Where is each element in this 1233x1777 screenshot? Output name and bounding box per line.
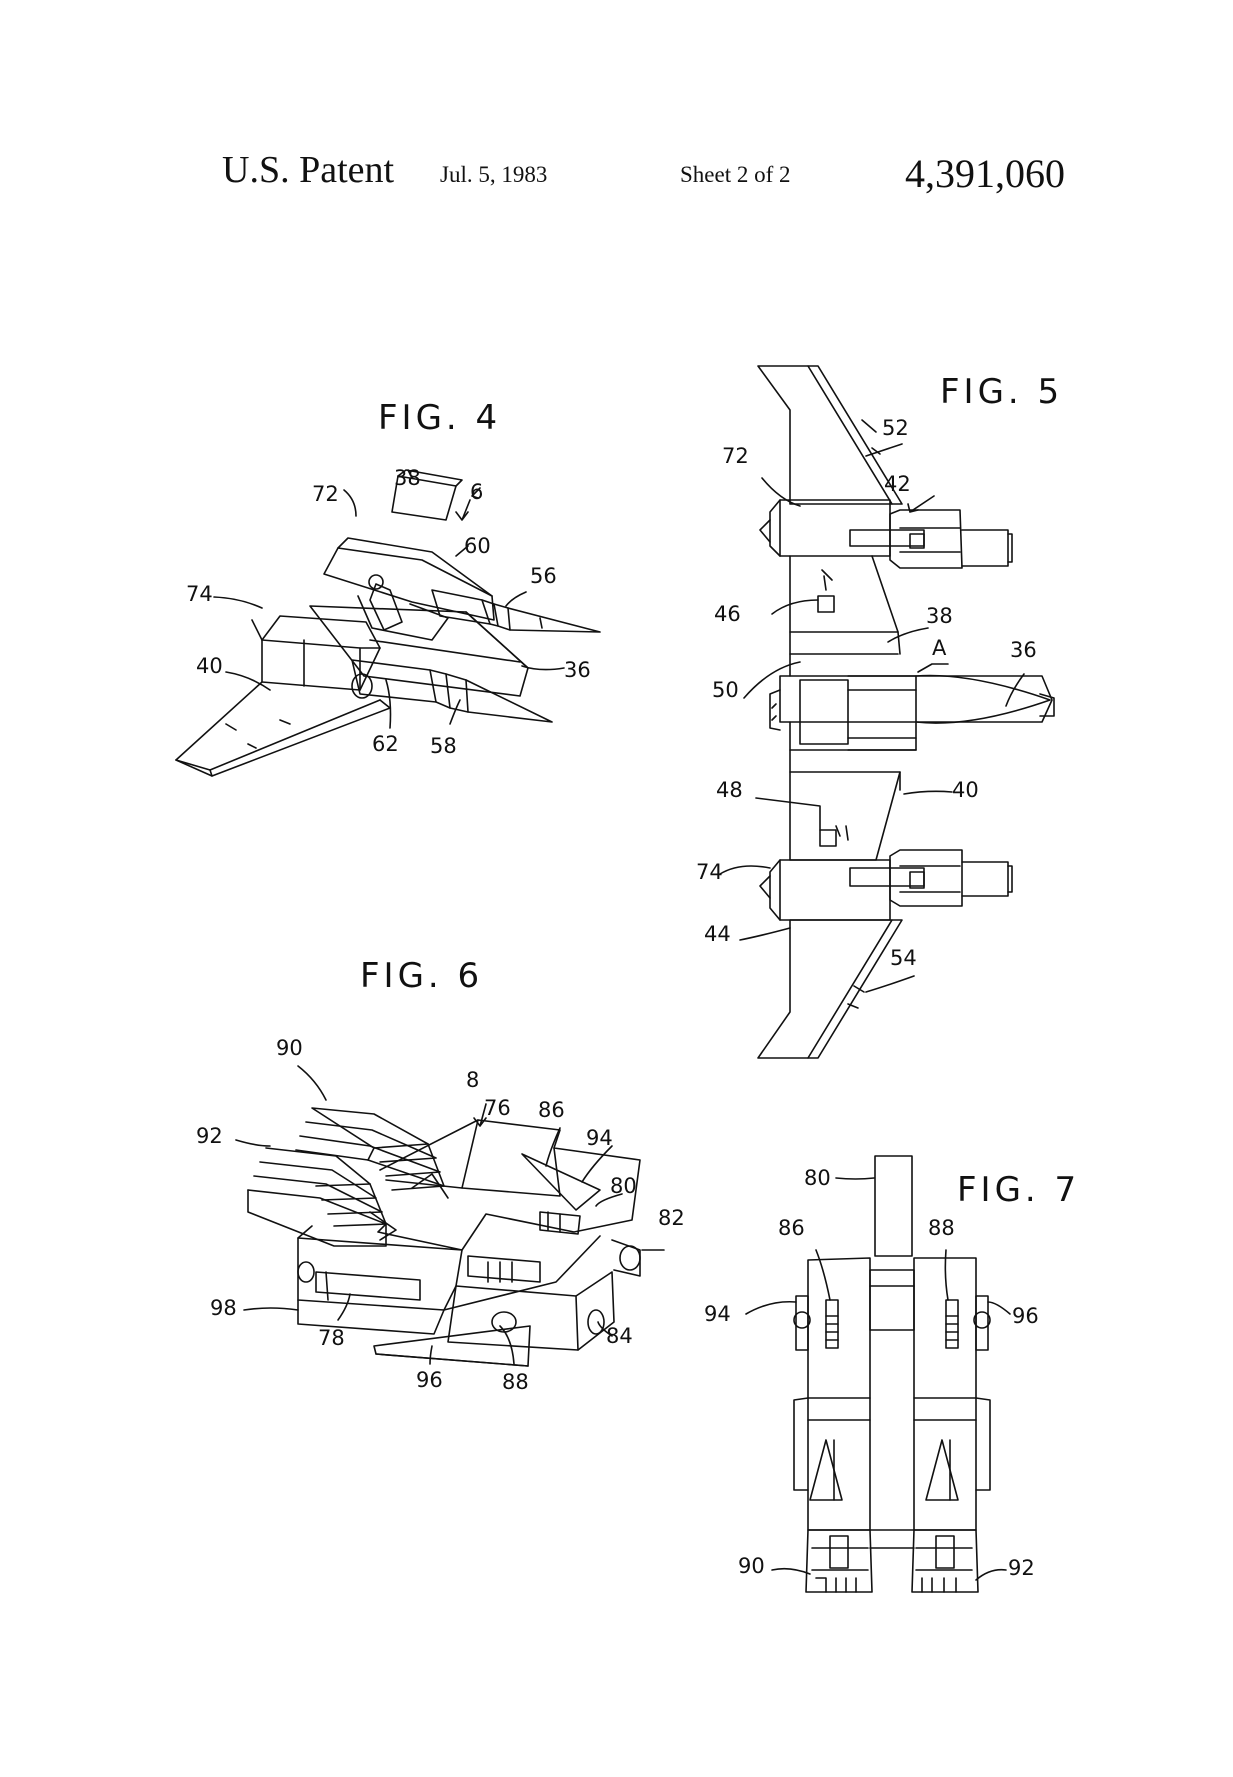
ref-numeral: 38 <box>394 466 421 490</box>
fig4-label: FIG. 4 <box>378 398 502 438</box>
ref-numeral: 36 <box>1010 638 1037 662</box>
ref-numeral: 86 <box>778 1216 805 1240</box>
ref-numeral: 90 <box>276 1036 303 1060</box>
sheet-number: Sheet 2 of 2 <box>680 162 791 187</box>
fig7-drawing <box>746 1156 1010 1592</box>
ref-numeral: 92 <box>1008 1556 1035 1580</box>
ref-numeral: 88 <box>502 1370 529 1394</box>
patent-number: 4,391,060 <box>905 151 1065 196</box>
fig7-label: FIG. 7 <box>957 1170 1081 1210</box>
ref-numeral: 6 <box>470 480 484 504</box>
fig4-drawing <box>176 470 600 776</box>
ref-numeral: 48 <box>716 778 743 802</box>
ref-numeral: 94 <box>586 1126 613 1150</box>
ref-numeral: 96 <box>416 1368 443 1392</box>
ref-numeral: 92 <box>196 1124 223 1148</box>
ref-numeral: 80 <box>804 1166 831 1190</box>
ref-numeral: 98 <box>210 1296 237 1320</box>
ref-numeral: 56 <box>530 564 557 588</box>
ref-numeral: 76 <box>484 1096 511 1120</box>
ref-numeral: 62 <box>372 732 399 756</box>
fig5-label: FIG. 5 <box>940 372 1064 412</box>
ref-numeral: 60 <box>464 534 491 558</box>
fig6-label: FIG. 6 <box>360 956 484 996</box>
ref-numeral: 44 <box>704 922 731 946</box>
ref-numeral: 74 <box>186 582 213 606</box>
ref-numeral: A <box>932 636 947 660</box>
ref-numeral: 86 <box>538 1098 565 1122</box>
ref-numeral: 58 <box>430 734 457 758</box>
ref-numeral: 80 <box>610 1174 637 1198</box>
fig6-drawing <box>236 1066 664 1366</box>
ref-numeral: 54 <box>890 946 917 970</box>
ref-numeral: 40 <box>952 778 979 802</box>
ref-numeral: 72 <box>312 482 339 506</box>
ref-numeral: 94 <box>704 1302 731 1326</box>
ref-numeral: 40 <box>196 654 223 678</box>
ref-numeral: 78 <box>318 1326 345 1350</box>
fig5-drawing <box>720 366 1054 1058</box>
patent-date: Jul. 5, 1983 <box>440 162 548 187</box>
ref-numeral: 84 <box>606 1324 633 1348</box>
ref-numeral: 50 <box>712 678 739 702</box>
ref-numeral: 82 <box>658 1206 685 1230</box>
ref-numeral: 88 <box>928 1216 955 1240</box>
ref-numeral: 52 <box>882 416 909 440</box>
ref-numeral: 90 <box>738 1554 765 1578</box>
ref-numeral: 36 <box>564 658 591 682</box>
ref-numeral: 96 <box>1012 1304 1039 1328</box>
ref-numeral: 42 <box>884 472 911 496</box>
ref-numeral: 8 <box>466 1068 480 1092</box>
ref-numeral: 74 <box>696 860 723 884</box>
ref-numeral: 72 <box>722 444 749 468</box>
ref-numeral: 38 <box>926 604 953 628</box>
patent-label: U.S. Patent <box>222 149 395 191</box>
ref-numeral: 46 <box>714 602 741 626</box>
